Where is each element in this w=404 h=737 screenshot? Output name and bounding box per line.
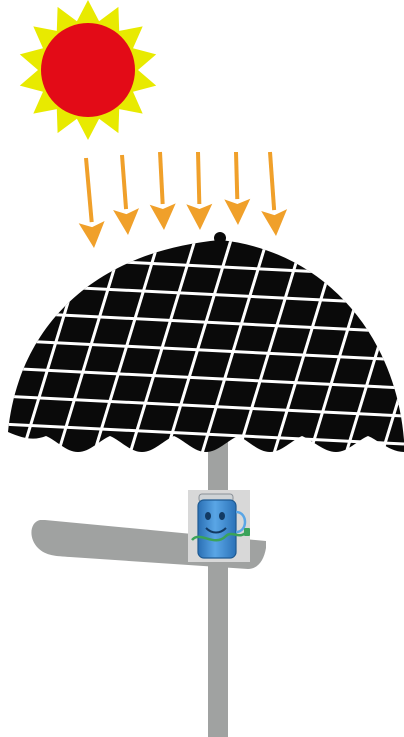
arrow-down-icon — [261, 152, 287, 236]
arrow-down-icon — [79, 158, 105, 248]
sun-rays-group — [79, 152, 287, 248]
sun-icon — [20, 0, 156, 140]
arrow-down-icon — [186, 152, 212, 230]
umbrella-tip — [214, 232, 226, 244]
arrow-down-icon — [224, 152, 250, 225]
arrow-down-icon — [150, 152, 176, 230]
arrow-down-icon — [113, 155, 139, 235]
umbrella-pole — [208, 432, 228, 737]
solar-panel-umbrella-icon — [0, 230, 404, 472]
